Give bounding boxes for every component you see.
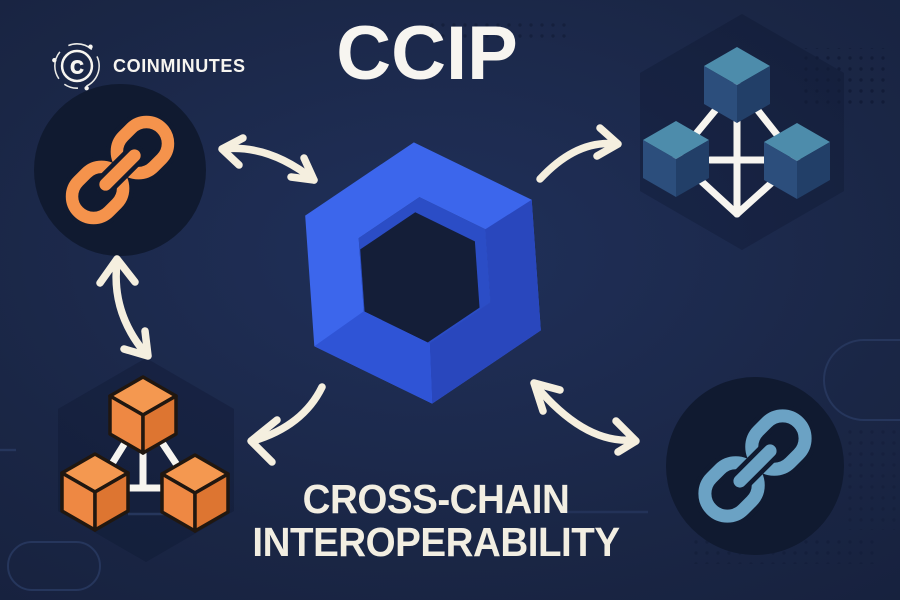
page-title: CCIP	[336, 11, 518, 96]
stadium-trace-decor	[823, 339, 900, 421]
coinminutes-circuit-c-icon: C	[52, 43, 100, 91]
caption: CROSS-CHAIN INTEROPERABILITY	[252, 476, 620, 566]
cube-icon	[162, 455, 228, 531]
brand-logo: C COINMINUTES	[50, 39, 246, 93]
stadium-trace-decor	[7, 541, 101, 591]
cube-network-icon-orange	[62, 377, 228, 531]
caption-line-1: CROSS-CHAIN	[302, 476, 570, 522]
chain-link-icon-orange	[63, 113, 177, 227]
logo-letter: C	[70, 56, 83, 77]
dot-grid-decor	[804, 48, 892, 106]
chain-link-icon-blue	[695, 406, 815, 526]
cube-network-icon-teal	[643, 47, 830, 218]
chainlink-hexagon-icon	[305, 142, 541, 404]
dot-grid-decor	[846, 430, 896, 530]
cube-icon	[110, 377, 176, 453]
brand-name: COINMINUTES	[113, 55, 246, 76]
cube-icon	[62, 454, 128, 530]
caption-line-2: INTEROPERABILITY	[252, 519, 620, 566]
dot-grid-decor	[426, 22, 566, 44]
